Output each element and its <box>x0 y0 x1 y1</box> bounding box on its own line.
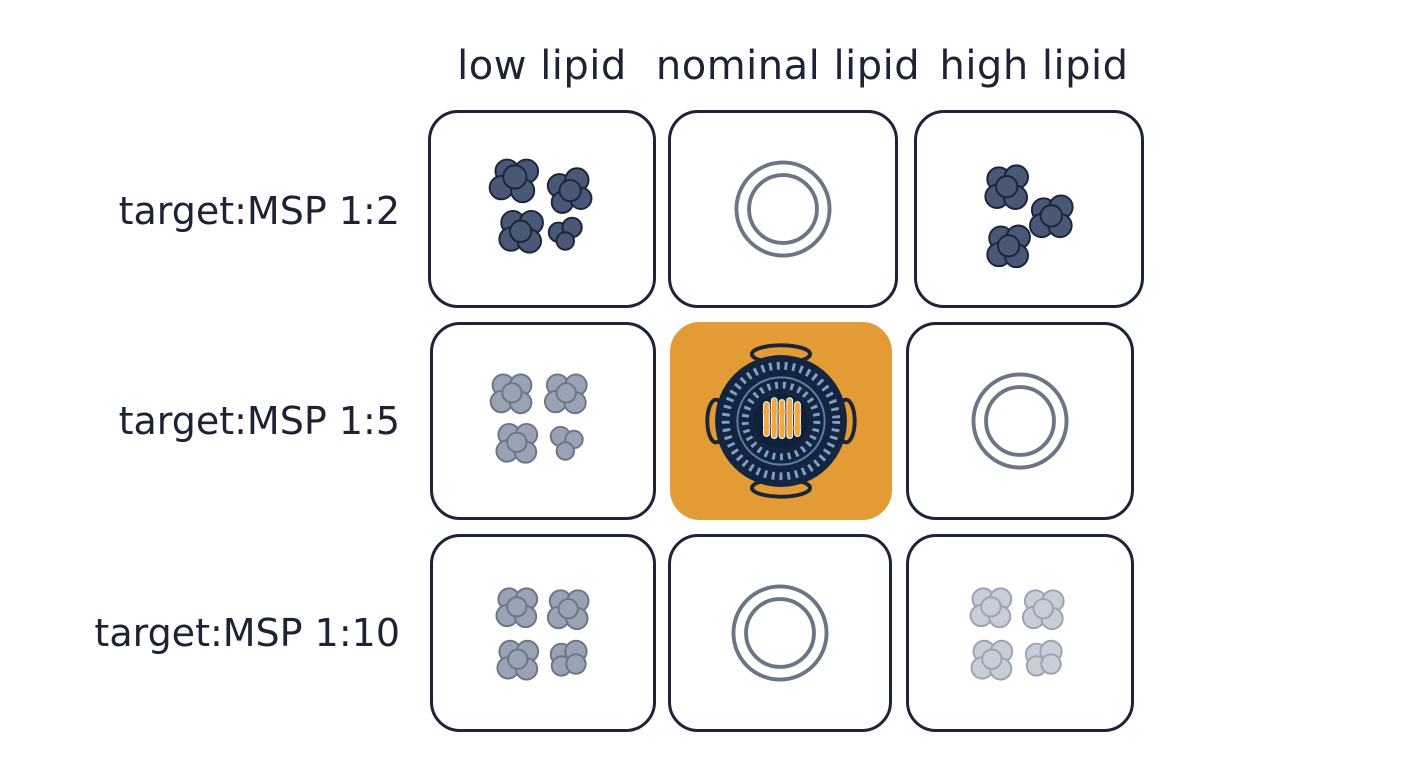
cell-high-lipid-msp-1-10 <box>906 534 1134 732</box>
cell-low-lipid-msp-1-2 <box>428 110 656 308</box>
cell-high-lipid-msp-1-2 <box>914 110 1144 308</box>
cell-nominal-lipid-msp-1-2 <box>668 110 898 308</box>
column-header-high-lipid: high lipid <box>939 43 1129 89</box>
loaded-nanodisc-icon <box>705 343 857 499</box>
empty-nanodisc-ring-icon <box>734 160 832 258</box>
cell-nominal-lipid-msp-1-10 <box>668 534 892 732</box>
row-label-msp-1-10: target:MSP 1:10 <box>94 611 400 655</box>
row-label-msp-1-2: target:MSP 1:2 <box>118 189 400 233</box>
medium-aggregates-icon <box>489 373 588 464</box>
column-header-nominal-lipid: nominal lipid <box>655 43 921 89</box>
empty-nanodisc-ring-icon <box>971 372 1069 470</box>
cell-nominal-lipid-msp-1-5 <box>670 322 892 520</box>
cell-high-lipid-msp-1-5 <box>906 322 1134 520</box>
column-header-low-lipid: low lipid <box>457 43 627 89</box>
light-aggregates-icon <box>969 587 1065 681</box>
cell-low-lipid-msp-1-10 <box>430 534 656 732</box>
cell-low-lipid-msp-1-5 <box>430 322 656 520</box>
empty-nanodisc-ring-icon <box>731 584 829 682</box>
dark-aggregates-icon <box>488 158 593 254</box>
row-label-msp-1-5: target:MSP 1:5 <box>118 399 400 443</box>
medium-aggregates-icon <box>495 587 590 681</box>
dark-aggregates-icon <box>984 164 1074 269</box>
